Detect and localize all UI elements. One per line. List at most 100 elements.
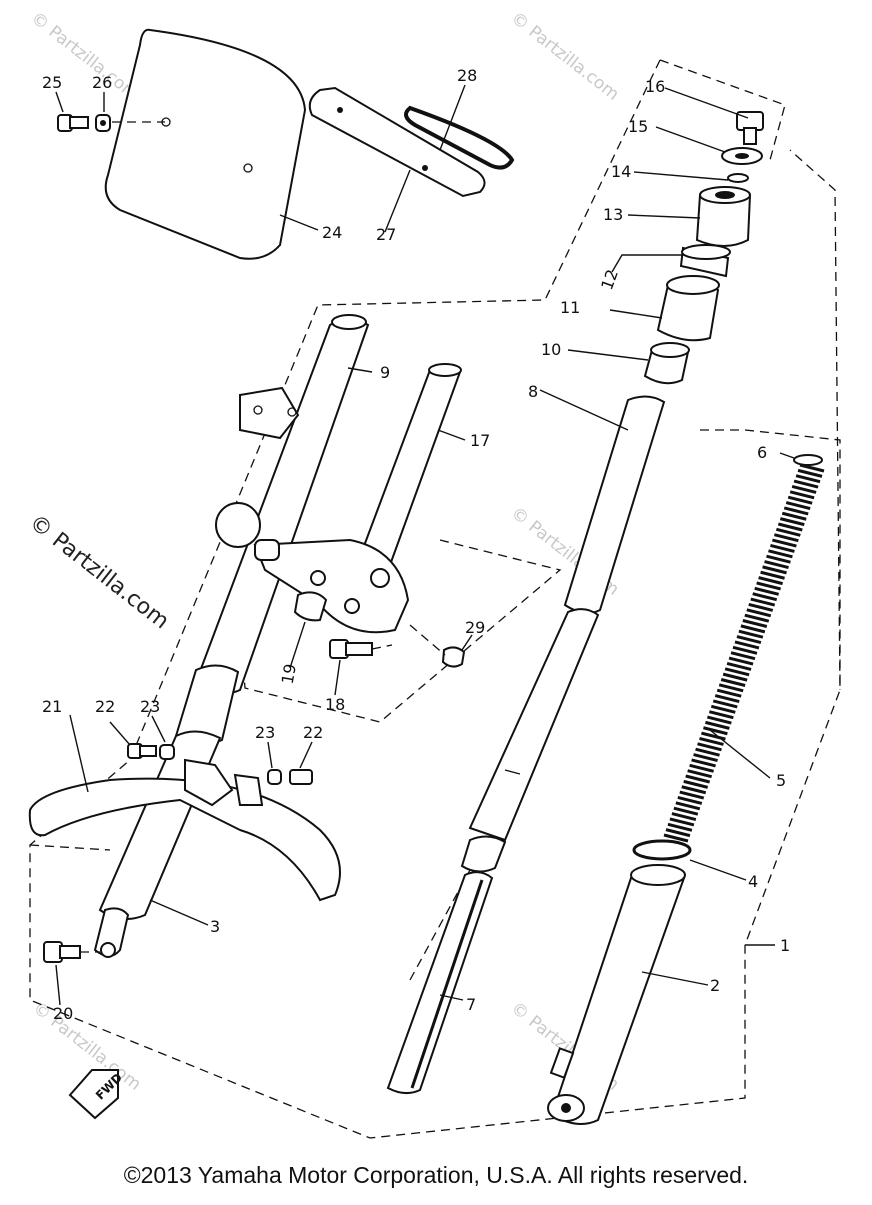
bracket-cap xyxy=(441,646,466,668)
spring-coil xyxy=(693,753,718,763)
spring-coil xyxy=(687,769,713,779)
spring-coil xyxy=(795,474,821,484)
callout-24: 24 xyxy=(322,223,342,242)
watermark-large: © Partzilla.com xyxy=(24,510,173,634)
spring-coil xyxy=(738,629,764,639)
cap xyxy=(695,186,752,247)
o-ring xyxy=(727,173,749,183)
copyright-notice: ©2013 Yamaha Motor Corporation, U.S.A. A… xyxy=(123,1162,749,1188)
steering-bracket xyxy=(215,502,410,634)
spring-coil xyxy=(708,710,734,720)
spring-coil xyxy=(762,565,787,575)
spring-coil xyxy=(669,817,695,827)
leader-lines xyxy=(55,84,795,1006)
spring-coil xyxy=(758,576,783,586)
spring-coil xyxy=(695,747,720,757)
spring-coil xyxy=(799,463,825,473)
spring-coil xyxy=(797,468,823,478)
callout-1: 1 xyxy=(780,936,790,955)
callout-2: 2 xyxy=(710,976,720,995)
callout-12: 12 xyxy=(597,267,622,293)
spring-coil xyxy=(732,645,758,655)
callout-9: 9 xyxy=(380,363,390,382)
outer-tube xyxy=(547,864,686,1125)
spring-coil xyxy=(744,613,770,623)
spring-seat xyxy=(632,839,692,861)
fender-bolt-right xyxy=(289,769,313,785)
spring-coil xyxy=(722,672,748,682)
spring-coil xyxy=(728,656,754,666)
watermark-text: © Partzilla.com xyxy=(507,8,623,105)
spring-coil xyxy=(689,763,714,773)
callout-13: 13 xyxy=(603,205,623,224)
plate-stay xyxy=(308,86,486,198)
spring-coil xyxy=(768,549,793,559)
spring-coil xyxy=(754,586,780,596)
spring-coil xyxy=(685,774,711,784)
spring-coil xyxy=(764,560,789,569)
spring-coil xyxy=(712,699,738,709)
spring-coil xyxy=(697,742,722,752)
guide-tube xyxy=(386,871,494,1094)
inner-tube xyxy=(468,395,666,842)
outer-tube-cap xyxy=(656,275,720,342)
spring-coil xyxy=(760,570,785,580)
spring-coil xyxy=(772,538,797,548)
spring-coil xyxy=(663,833,689,843)
callout-22-left: 22 xyxy=(95,697,115,716)
callout-23-right: 23 xyxy=(255,723,275,742)
spring-coil xyxy=(750,597,776,607)
spring-coil xyxy=(756,581,782,591)
front-fender xyxy=(28,758,341,902)
spring-coil xyxy=(665,828,691,838)
oil-seal xyxy=(679,244,731,278)
plate-bolt xyxy=(57,114,89,132)
spring-coil xyxy=(703,726,728,736)
spring-coil xyxy=(779,517,805,527)
spring-coil xyxy=(677,796,703,805)
spring-coil xyxy=(705,720,730,730)
spring-coil xyxy=(781,511,807,521)
fwd-arrow: FWD xyxy=(68,1069,125,1120)
callout-29: 29 xyxy=(465,618,485,637)
callout-17: 17 xyxy=(470,431,490,450)
number-plate xyxy=(104,28,307,260)
spring-coil xyxy=(742,619,768,628)
fork-assembly-boundary xyxy=(29,59,841,1139)
spring-coil xyxy=(774,533,799,543)
callout-11: 11 xyxy=(560,298,580,317)
callout-20: 20 xyxy=(53,1004,73,1023)
callout-4: 4 xyxy=(748,872,758,891)
inner-tube-boundary xyxy=(409,869,471,981)
callout-5: 5 xyxy=(776,771,786,790)
spring-coil xyxy=(785,501,811,510)
spring-coil xyxy=(726,661,752,671)
handlebar-tube xyxy=(356,363,462,569)
callout-3: 3 xyxy=(210,917,220,936)
spring-coil xyxy=(671,812,697,822)
spring-coil xyxy=(734,640,760,650)
fender-nut-left xyxy=(159,744,175,760)
spring-coil xyxy=(724,667,750,677)
callout-28: 28 xyxy=(457,66,477,85)
callout-14: 14 xyxy=(611,162,631,181)
spring-coil xyxy=(720,678,746,687)
spring-coil xyxy=(770,543,795,553)
callout-23-left: 23 xyxy=(140,697,160,716)
spring-coil xyxy=(679,790,705,800)
callout-16: 16 xyxy=(645,77,665,96)
spring-coil xyxy=(748,602,774,612)
spring-coil xyxy=(683,779,709,789)
spring-coil xyxy=(706,715,732,725)
plate-nut xyxy=(95,114,111,132)
fork-leg-assembled xyxy=(93,314,370,958)
fender-bolt-left xyxy=(127,743,157,759)
callout-8: 8 xyxy=(528,382,538,401)
spring-coil xyxy=(699,737,724,746)
callout-22-right: 22 xyxy=(303,723,323,742)
callout-numbers: 16 15 14 13 12 11 10 8 6 9 17 5 4 1 2 7 … xyxy=(42,66,790,1023)
axle-bolt xyxy=(43,941,81,963)
spring-coil xyxy=(681,785,707,795)
spring-coil xyxy=(775,527,801,537)
